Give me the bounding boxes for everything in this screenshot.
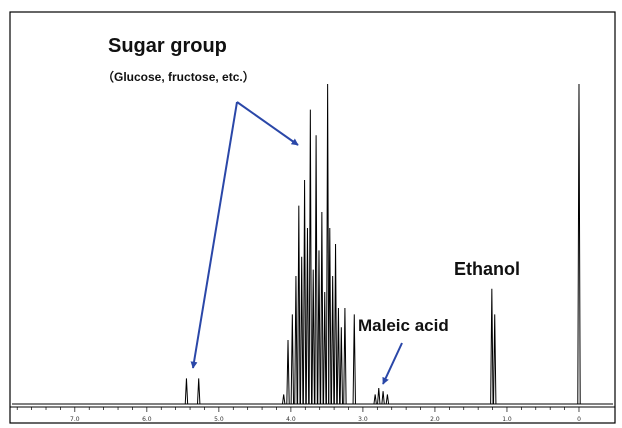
spectrum-peak [281, 394, 286, 405]
spectrum-peak [314, 135, 318, 405]
spectrum-peak [377, 387, 381, 405]
plot-frame [9, 11, 616, 424]
spectrum-peak [577, 83, 581, 405]
spectrum-peak [320, 211, 324, 405]
spectrum-peak [343, 307, 347, 405]
spectrum-peak [311, 269, 315, 405]
x-tick-label: 3.0 [358, 416, 368, 423]
x-tick-label: 6.0 [142, 416, 152, 423]
spectrum-peak [385, 394, 390, 405]
spectrum-peak [493, 314, 497, 405]
spectrum-peak [325, 83, 330, 405]
x-tick-label: 5.0 [214, 416, 224, 423]
spectrum-peak [352, 314, 356, 405]
maleic-arrow [382, 342, 403, 385]
spectrum-peak [286, 339, 290, 405]
spectrum-peak [297, 205, 301, 405]
spectrum-peak [302, 179, 307, 405]
x-tick-label: 1.0 [502, 416, 512, 423]
spectrum-peak [305, 227, 310, 405]
spectrum-peak [197, 378, 201, 405]
spectrum-peak [339, 327, 344, 405]
spectrum-peak [336, 307, 341, 405]
x-tick-label: 0 [577, 416, 581, 423]
x-tick-label: 2.0 [430, 416, 440, 423]
spectrum-trace [12, 83, 613, 405]
spectrum-peak [333, 243, 338, 405]
x-tick-label: 7.0 [70, 416, 80, 423]
ethanol-label: Ethanol [454, 259, 520, 279]
sugar-arrow-to-cluster [236, 101, 299, 146]
x-axis-ticks: 7.0 6.0 5.0 4.0 3.0 2.0 1.0 0 [16, 407, 581, 423]
spectrum-peak [330, 275, 335, 405]
spectrum-peak [317, 250, 321, 405]
spectrum-peak [299, 256, 304, 405]
spectrum-peak [381, 391, 385, 405]
spectrum-peak [328, 227, 332, 405]
spectrum-peak [308, 109, 313, 405]
spectrum-peak [184, 378, 189, 405]
x-tick-label: 4.0 [286, 416, 296, 423]
sugar-arrow-to-anomeric [190, 101, 238, 369]
spectrum-peak [294, 275, 298, 405]
spectrum-peak [373, 394, 377, 405]
spectrum-peak [290, 314, 295, 405]
sugar-group-sublabel: （Glucose, fructose, etc.） [102, 69, 255, 84]
maleic-acid-label: Maleic acid [358, 316, 449, 335]
sugar-group-label: Sugar group [108, 35, 227, 57]
spectrum-peak [490, 288, 494, 405]
spectrum-peak [323, 291, 327, 405]
